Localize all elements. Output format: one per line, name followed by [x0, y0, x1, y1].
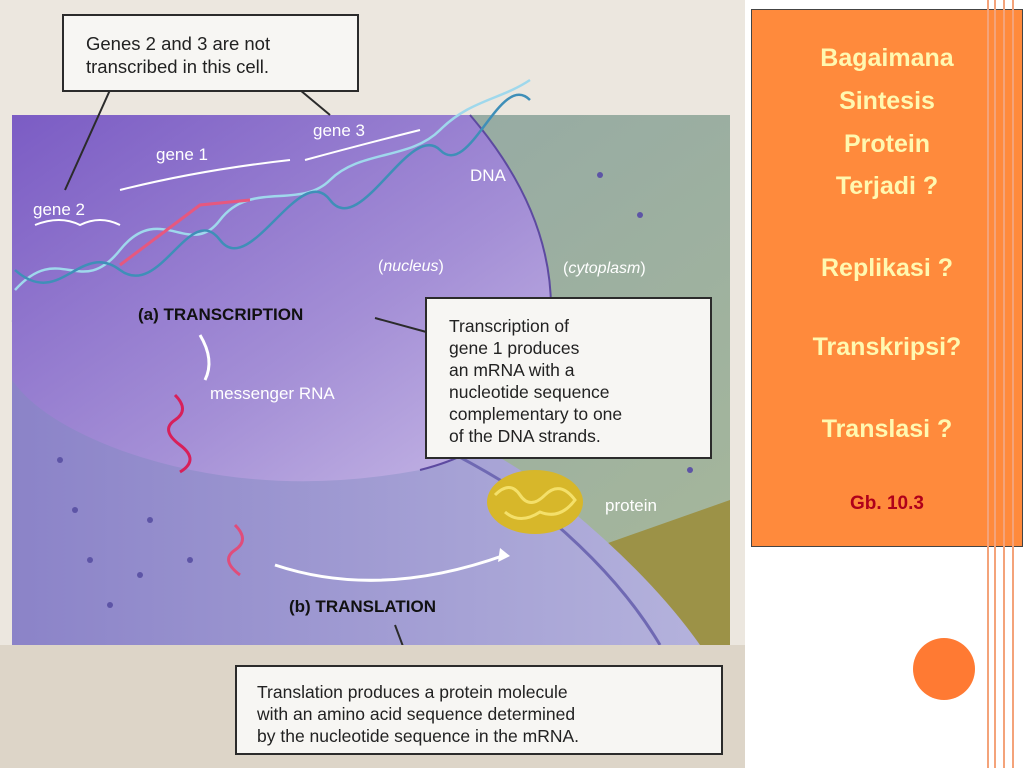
- transcription-callout: Transcription of gene 1 produces an mRNA…: [425, 297, 712, 459]
- callout-line: by the nucleotide sequence in the mRNA.: [257, 726, 579, 746]
- question-panel: Bagaimana Sintesis Protein Terjadi ? Rep…: [751, 9, 1023, 547]
- translation-callout: Translation produces a protein molecule …: [235, 665, 723, 755]
- mrna-label: messenger RNA: [210, 384, 335, 403]
- callout-line: nucleotide sequence: [449, 382, 610, 402]
- gene-2-label: gene 2: [33, 200, 85, 219]
- translation-arrow: [274, 553, 506, 582]
- question-line-2: Sintesis: [839, 87, 935, 115]
- gene-1-label: gene 1: [156, 145, 208, 164]
- callout-line: with an amino acid sequence determined: [257, 704, 576, 724]
- genes-not-transcribed-callout: Genes 2 and 3 are not transcribed in thi…: [62, 14, 359, 92]
- callout-line: Transcription of: [449, 316, 569, 336]
- callout-line: an mRNA with a: [449, 360, 575, 380]
- callout-line: complementary to one: [449, 404, 623, 424]
- question-replikasi: Replikasi ?: [821, 254, 953, 282]
- decorative-stripe: [987, 0, 989, 768]
- gene-3-label: gene 3: [313, 121, 365, 140]
- nucleus-text: nucleus: [383, 258, 439, 275]
- question-line-1: Bagaimana: [820, 44, 954, 72]
- question-line-3: Protein: [843, 130, 931, 158]
- nucleus-label: (nucleus): [378, 258, 444, 275]
- question-translasi: Translasi ?: [821, 415, 953, 443]
- nucleus-region: [12, 115, 551, 482]
- decorative-stripe: [1012, 0, 1014, 768]
- figure-reference: Gb. 10.3: [850, 493, 924, 514]
- transcription-heading: (a) TRANSCRIPTION: [138, 305, 304, 324]
- callout-line: of the DNA strands.: [449, 426, 601, 446]
- question-line-4: Terjadi ?: [835, 172, 939, 200]
- textbook-figure: Genes 2 and 3 are not transcribed in thi…: [0, 0, 745, 768]
- mrna-strand: [167, 393, 192, 474]
- decorative-stripe: [994, 0, 996, 768]
- callout-line: Translation produces a protein molecule: [257, 682, 568, 702]
- protein-blob: [487, 470, 583, 534]
- cytoplasm-text: cytoplasm: [568, 260, 641, 277]
- protein-label: protein: [605, 496, 657, 515]
- decorative-stripe: [1003, 0, 1005, 768]
- question-transkripsi: Transkripsi?: [812, 333, 962, 361]
- callout-line: transcribed in this cell.: [86, 56, 270, 77]
- translation-heading: (b) TRANSLATION: [289, 597, 436, 616]
- decorative-circle: [913, 638, 975, 700]
- dna-label: DNA: [470, 166, 506, 185]
- cytoplasm-label: (cytoplasm): [563, 260, 646, 277]
- callout-line: gene 1 produces: [449, 338, 580, 358]
- dna-helix: [14, 78, 531, 291]
- transcription-arrow: [198, 334, 211, 381]
- callout-line: Genes 2 and 3 are not: [86, 33, 271, 54]
